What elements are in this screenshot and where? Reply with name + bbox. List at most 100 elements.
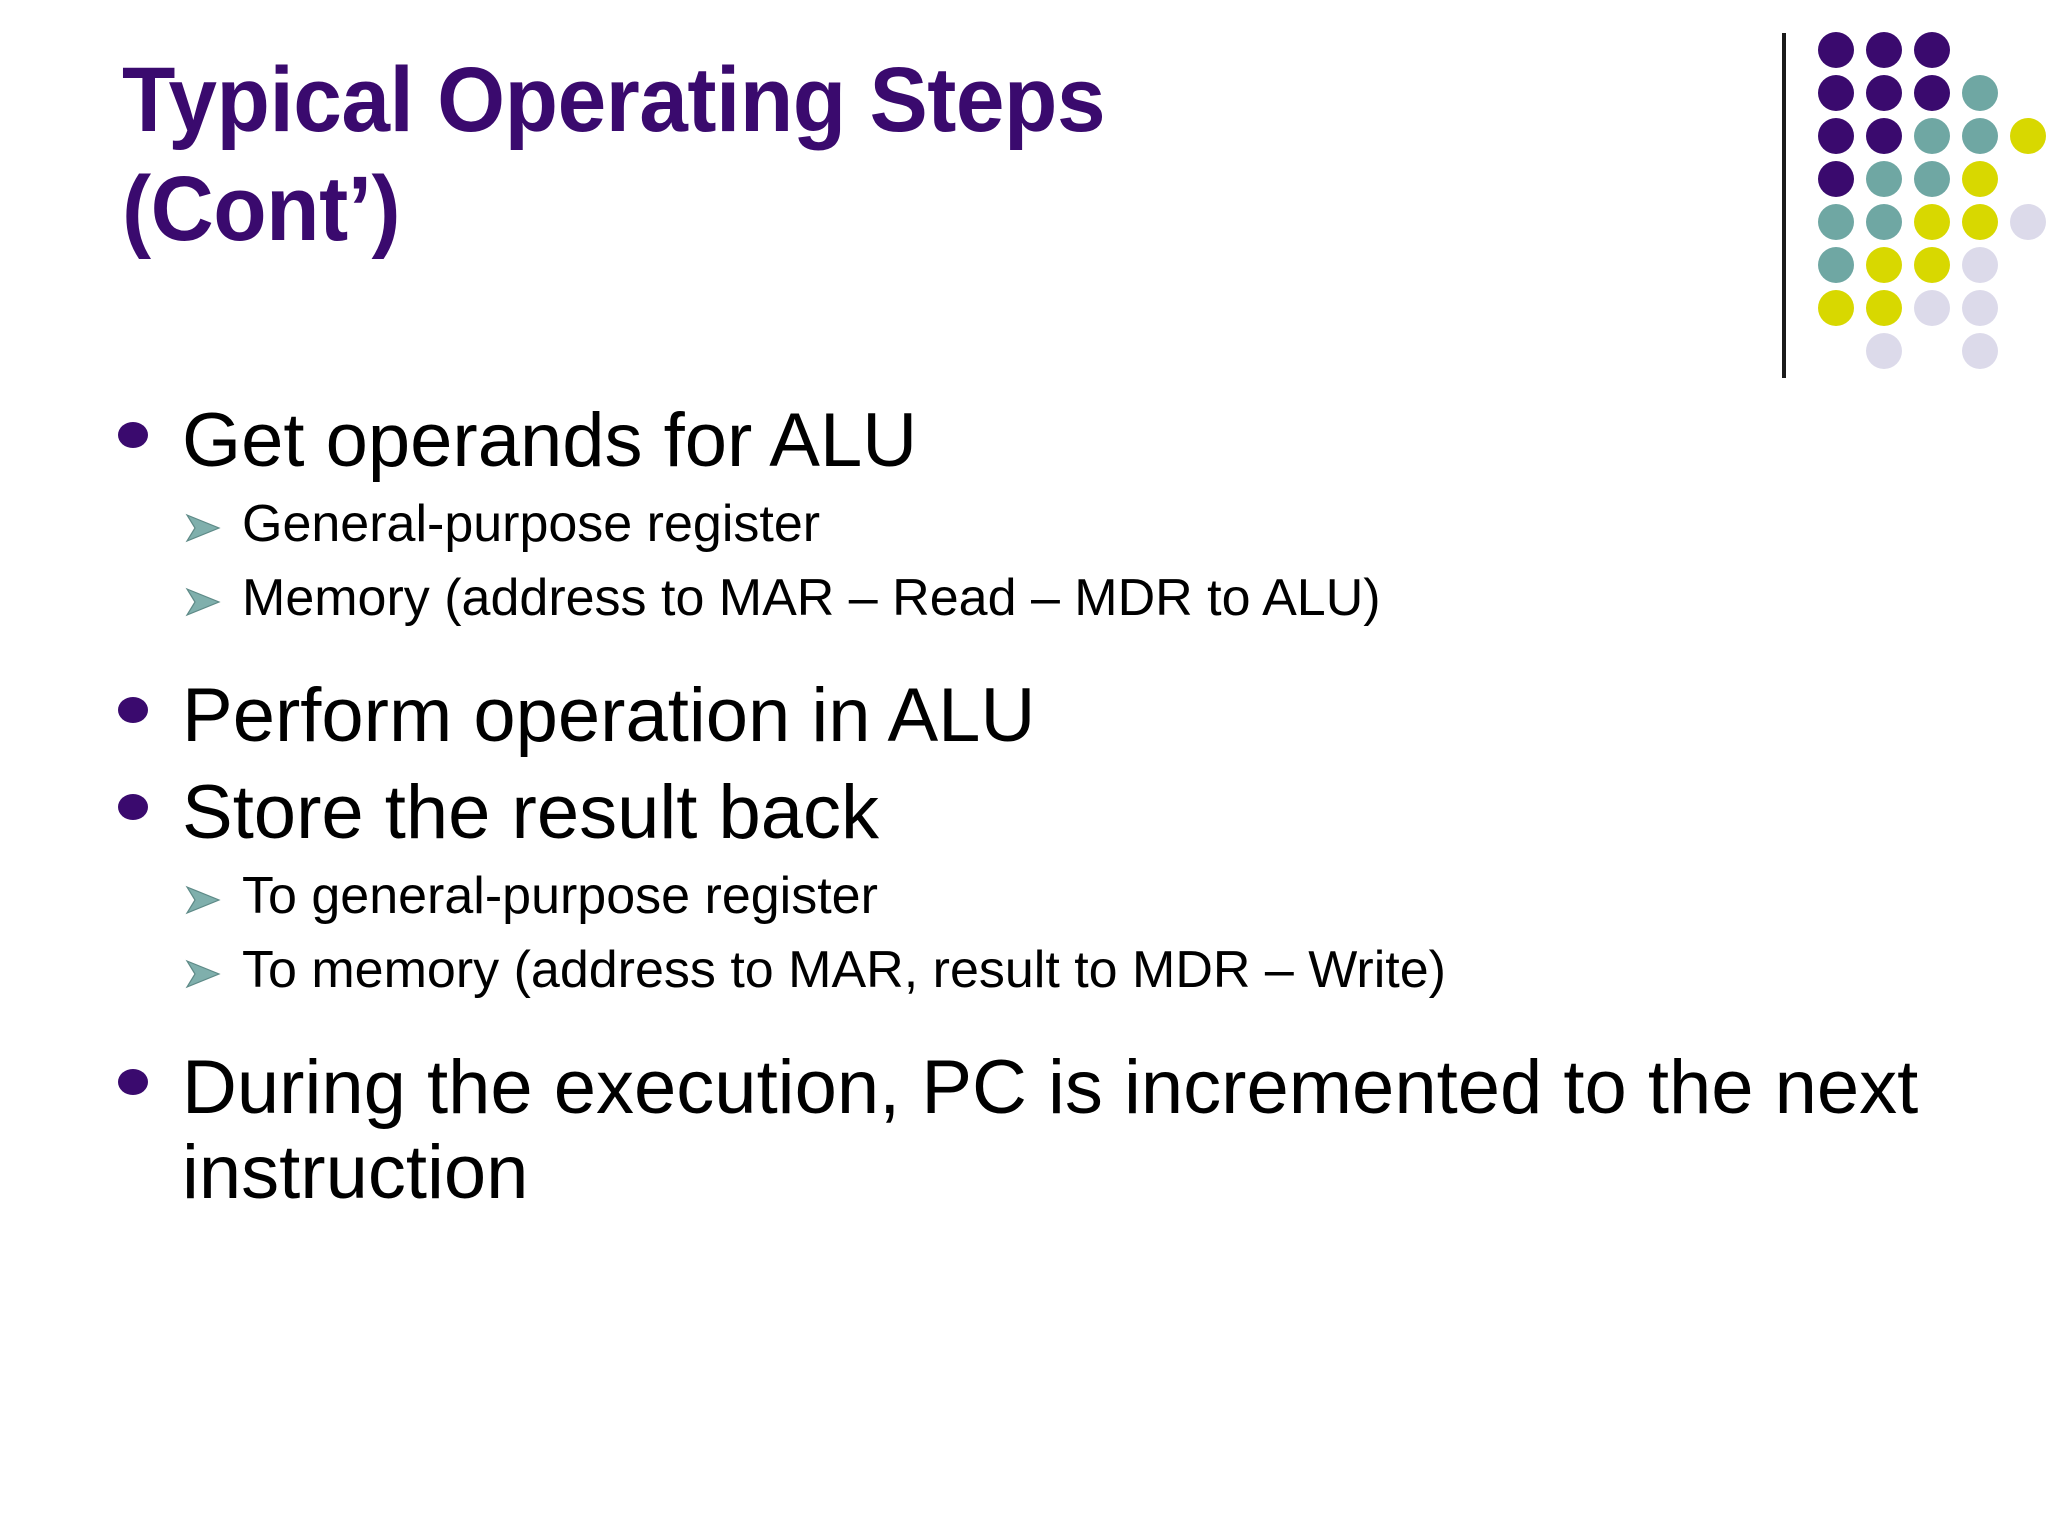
logo-dot-cell xyxy=(1866,286,1914,329)
bullet-text-level1: Store the result back xyxy=(182,769,880,855)
logo-dot-cell xyxy=(1914,286,1962,329)
logo-dot-teal-icon xyxy=(1962,74,1998,111)
logo-dot-none-icon xyxy=(2010,333,2046,369)
logo-dot-cell xyxy=(1866,71,1914,114)
logo-dot-teal-icon xyxy=(1818,246,1854,283)
logo-dot-cell xyxy=(1962,114,2010,157)
logo-dot-lavender-icon xyxy=(1962,246,1998,283)
bullet-item-level2: Memory (address to MAR – Read – MDR to A… xyxy=(118,569,1958,629)
logo-area xyxy=(1778,0,2048,400)
logo-dot-none-icon xyxy=(1914,333,1950,369)
spacer xyxy=(118,643,1958,673)
logo-dot-cell xyxy=(1866,200,1914,243)
logo-dot-teal-icon xyxy=(1818,203,1854,240)
logo-dot-yellow-icon xyxy=(2010,117,2046,154)
bullet-text-level1: Perform operation in ALU xyxy=(182,672,1036,758)
logo-dot-cell xyxy=(1818,28,1866,71)
page-title: Typical Operating Steps (Cont’) xyxy=(122,49,1106,260)
logo-dot-cell xyxy=(1818,157,1866,200)
logo-dot-cell xyxy=(2010,286,2048,329)
logo-dot-teal-icon xyxy=(1866,160,1902,197)
bullet-dot-icon xyxy=(118,793,164,820)
vertical-divider-line xyxy=(1782,33,1786,378)
logo-dot-lavender-icon xyxy=(1866,332,1902,369)
logo-dot-cell xyxy=(1914,200,1962,243)
logo-dot-purple-icon xyxy=(1818,117,1854,154)
logo-dot-yellow-icon xyxy=(1914,203,1950,240)
logo-dot-cell xyxy=(1962,71,2010,114)
arrowhead-bullet-icon xyxy=(182,507,242,554)
logo-dot-purple-icon xyxy=(1818,74,1854,111)
logo-dot-none-icon xyxy=(2010,247,2046,283)
logo-dot-yellow-icon xyxy=(1962,203,1998,240)
logo-dot-none-icon xyxy=(1818,333,1854,369)
logo-dot-cell xyxy=(1914,71,1962,114)
logo-dot-cell xyxy=(1962,28,2010,71)
logo-dot-cell xyxy=(1818,114,1866,157)
bullet-dot-shape xyxy=(118,422,148,448)
logo-dot-lavender-icon xyxy=(1962,332,1998,369)
bullet-dot-icon xyxy=(118,422,164,448)
logo-dot-cell xyxy=(1962,157,2010,200)
logo-dot-cell xyxy=(1962,286,2010,329)
bullet-dot-shape xyxy=(118,1068,148,1095)
logo-dot-teal-icon xyxy=(1914,160,1950,197)
logo-dot-cell xyxy=(1914,243,1962,286)
bullet-item-level1: Get operands for ALU xyxy=(118,398,1958,483)
bullet-item-level2: To general-purpose register xyxy=(118,867,1958,927)
bullet-text-level2: To general-purpose register xyxy=(242,866,878,925)
bullet-dot-icon xyxy=(118,696,164,723)
bullet-text-level1: During the execution, PC is incremented … xyxy=(182,1044,1919,1215)
spacer xyxy=(118,1015,1958,1045)
logo-dot-yellow-icon xyxy=(1962,160,1998,197)
logo-dot-cell xyxy=(1818,286,1866,329)
bullet-text-level2: Memory (address to MAR – Read – MDR to A… xyxy=(242,568,1381,627)
logo-dot-cell xyxy=(2010,114,2048,157)
logo-dot-yellow-icon xyxy=(1866,289,1902,326)
logo-dot-purple-icon xyxy=(1866,74,1902,111)
logo-dot-cell xyxy=(1962,329,2010,372)
logo-dot-yellow-icon xyxy=(1914,246,1950,283)
logo-dot-lavender-icon xyxy=(2010,203,2046,240)
logo-dot-cell xyxy=(1866,114,1914,157)
logo-dot-cell xyxy=(2010,243,2048,286)
logo-dot-cell xyxy=(1866,243,1914,286)
logo-dot-cell xyxy=(1866,28,1914,71)
logo-dot-none-icon xyxy=(2010,32,2046,68)
logo-dot-cell xyxy=(1818,329,1866,372)
logo-dot-cell xyxy=(1914,28,1962,71)
arrowhead-bullet-icon xyxy=(182,953,242,1000)
logo-dot-cell xyxy=(1914,157,1962,200)
arrowhead-bullet-icon xyxy=(182,581,242,628)
logo-dot-none-icon xyxy=(2010,161,2046,197)
logo-dot-purple-icon xyxy=(1914,74,1950,111)
logo-dot-none-icon xyxy=(2010,75,2046,111)
logo-dot-yellow-icon xyxy=(1818,289,1854,326)
logo-dot-teal-icon xyxy=(1962,117,1998,154)
bullet-dot-shape xyxy=(118,696,148,723)
logo-dot-purple-icon xyxy=(1866,31,1902,68)
logo-dot-teal-icon xyxy=(1866,203,1902,240)
bullet-item-level2: To memory (address to MAR, result to MDR… xyxy=(118,941,1958,1001)
logo-dot-none-icon xyxy=(1962,32,1998,68)
arrowhead-bullet-icon xyxy=(182,879,242,926)
bullet-text-level2: To memory (address to MAR, result to MDR… xyxy=(242,940,1446,999)
logo-dot-cell xyxy=(2010,28,2048,71)
title-block: Typical Operating Steps (Cont’) xyxy=(122,46,1682,263)
logo-dot-purple-icon xyxy=(1818,31,1854,68)
bullet-item-level1: During the execution, PC is incremented … xyxy=(118,1045,1958,1215)
logo-dot-cell xyxy=(1866,329,1914,372)
bullet-dot-shape xyxy=(118,793,148,820)
logo-dot-cell xyxy=(1818,243,1866,286)
logo-dot-lavender-icon xyxy=(1962,289,1998,326)
logo-dot-cell xyxy=(2010,329,2048,372)
bullet-text-level1: Get operands for ALU xyxy=(182,398,918,483)
dot-matrix-logo xyxy=(1818,28,2048,372)
logo-dot-purple-icon xyxy=(1818,160,1854,197)
bullet-item-level1: Perform operation in ALU xyxy=(118,673,1958,758)
logo-dot-cell xyxy=(2010,71,2048,114)
logo-dot-cell xyxy=(1866,157,1914,200)
logo-dot-cell xyxy=(1962,200,2010,243)
